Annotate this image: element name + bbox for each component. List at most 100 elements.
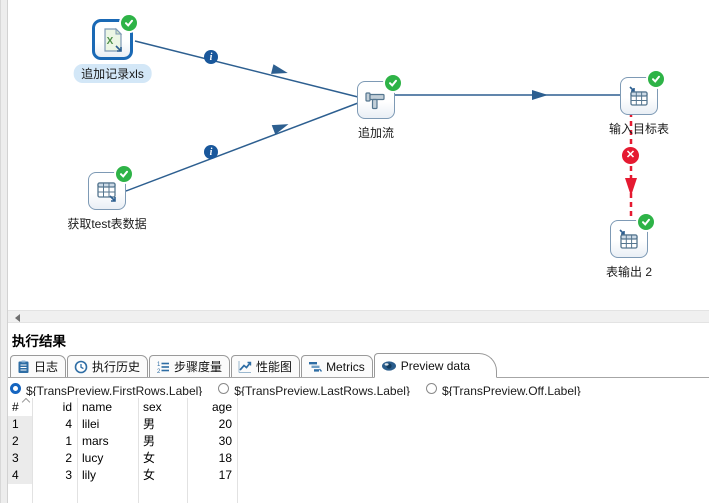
- empty-cell: [188, 484, 238, 503]
- column-header-sex[interactable]: sex: [139, 398, 188, 416]
- empty-cell: [139, 484, 188, 503]
- id-cell: 4: [33, 416, 78, 433]
- success-check-icon: [119, 13, 139, 33]
- table-row[interactable]: 4 3 lily 女 17: [8, 467, 709, 484]
- table-row[interactable]: 1 4 lilei 男 20: [8, 416, 709, 433]
- performance-graph-icon: [238, 360, 252, 373]
- column-header-id[interactable]: id: [33, 398, 78, 416]
- step-excel-input[interactable]: X 追加记录xls: [73, 13, 152, 83]
- tab-preview-data[interactable]: Preview data: [373, 353, 498, 378]
- hop-arrowhead: [271, 124, 289, 135]
- step-label: 追加记录xls: [73, 64, 152, 83]
- empty-cell: [78, 484, 139, 503]
- tab-label: 性能图: [256, 360, 293, 374]
- step-table-input[interactable]: 获取test表数据: [67, 164, 147, 231]
- step-append-streams[interactable]: 追加流: [357, 73, 403, 140]
- age-cell: 30: [188, 433, 238, 450]
- canvas-horizontal-scrollbar[interactable]: [8, 310, 709, 323]
- name-cell: lucy: [78, 450, 139, 467]
- step-table-output-2[interactable]: 表输出 2: [606, 212, 656, 279]
- step-box[interactable]: [610, 212, 656, 258]
- tab-performance-graph[interactable]: 性能图: [231, 355, 301, 377]
- tab-log[interactable]: 日志: [10, 355, 67, 377]
- sex-cell: 女: [139, 450, 188, 467]
- step-label: 获取test表数据: [67, 217, 147, 231]
- metrics-icon: [309, 361, 323, 372]
- table-header-row: # id name sex age: [8, 398, 709, 416]
- tab-step-metrics[interactable]: 1 2 步骤度量: [149, 355, 231, 377]
- radio-last-rows[interactable]: ${TransPreview.LastRows.Label}: [218, 381, 410, 396]
- table-output-icon: [619, 229, 638, 249]
- hop-tableinput-to-append[interactable]: [125, 102, 359, 192]
- name-cell: lily: [78, 467, 139, 484]
- id-cell: 3: [33, 467, 78, 484]
- scroll-left-arrow-icon[interactable]: [15, 314, 20, 322]
- error-hop-icon[interactable]: ✕: [621, 146, 640, 165]
- error-hop-arrowhead: [625, 178, 637, 196]
- radio-first-rows[interactable]: ${TransPreview.FirstRows.Label}: [10, 381, 202, 396]
- step-box[interactable]: [88, 164, 134, 210]
- append-streams-icon: [365, 92, 385, 110]
- column-header-name[interactable]: name: [78, 398, 139, 416]
- sort-asc-icon: [21, 398, 31, 407]
- svg-text:1: 1: [157, 362, 161, 368]
- sex-cell: 男: [139, 433, 188, 450]
- table-input-icon: [97, 182, 116, 202]
- column-header-rownum[interactable]: #: [8, 398, 33, 416]
- tab-label: Metrics: [326, 359, 365, 374]
- execution-results-title: 执行结果: [12, 334, 66, 349]
- left-gutter: [0, 0, 8, 503]
- table-row[interactable]: 3 2 lucy 女 18: [8, 450, 709, 467]
- step-box[interactable]: X: [92, 13, 139, 60]
- step-box[interactable]: [620, 69, 666, 115]
- age-cell: 18: [188, 450, 238, 467]
- sex-cell: 女: [139, 467, 188, 484]
- success-check-icon: [636, 212, 656, 232]
- step-metrics-icon: 1 2: [157, 362, 170, 374]
- results-tabbar: 日志 执行历史 1 2 步骤度量 性能图: [8, 353, 709, 378]
- step-label: 输入目标表: [608, 122, 670, 136]
- hop-info-icon[interactable]: i: [204, 145, 218, 159]
- radio-off[interactable]: ${TransPreview.Off.Label}: [425, 381, 581, 396]
- column-header-age[interactable]: age: [188, 398, 238, 416]
- step-box[interactable]: [357, 73, 403, 119]
- hop-arrowhead: [271, 64, 288, 74]
- preview-mode-radios: ${TransPreview.FirstRows.Label} ${TransP…: [10, 381, 581, 396]
- tab-execution-history[interactable]: 执行历史: [67, 355, 149, 377]
- log-icon: [18, 360, 29, 373]
- success-check-icon: [383, 73, 403, 93]
- step-table-output[interactable]: 输入目标表: [609, 69, 669, 136]
- radio-icon[interactable]: [425, 383, 437, 394]
- radio-label: ${TransPreview.FirstRows.Label}: [26, 384, 203, 396]
- tab-label: Preview data: [400, 358, 471, 373]
- hop-excel-to-append[interactable]: [134, 40, 359, 98]
- table-row[interactable]: 2 1 mars 男 30: [8, 433, 709, 450]
- age-cell: 20: [188, 416, 238, 433]
- radio-selected-icon[interactable]: [10, 383, 21, 394]
- tab-label: 日志: [34, 360, 59, 374]
- tab-label: 执行历史: [92, 360, 141, 374]
- radio-label: ${TransPreview.Off.Label}: [441, 384, 581, 396]
- success-check-icon: [114, 164, 134, 184]
- sex-cell: 男: [139, 416, 188, 433]
- eye-icon: [381, 360, 396, 371]
- step-label: 表输出 2: [605, 265, 653, 279]
- hops-layer: [125, 40, 637, 222]
- tab-metrics[interactable]: Metrics: [301, 355, 373, 377]
- empty-cell: [8, 484, 33, 503]
- name-cell: mars: [78, 433, 139, 450]
- transformation-canvas[interactable]: i i ✕ X 追加记录xls: [8, 0, 709, 310]
- rownum-cell: 3: [8, 450, 33, 467]
- id-cell: 1: [33, 433, 78, 450]
- radio-icon[interactable]: [218, 383, 230, 394]
- hop-info-icon[interactable]: i: [204, 50, 218, 64]
- age-cell: 17: [188, 467, 238, 484]
- history-clock-icon: [74, 360, 88, 373]
- step-label: 追加流: [357, 126, 395, 140]
- preview-data-table: # id name sex age 1 4 lilei 男 20 2 1 mar…: [8, 398, 709, 503]
- success-check-icon: [646, 69, 666, 89]
- name-cell: lilei: [78, 416, 139, 433]
- table-empty-area: [8, 484, 709, 503]
- svg-text:X: X: [106, 36, 113, 47]
